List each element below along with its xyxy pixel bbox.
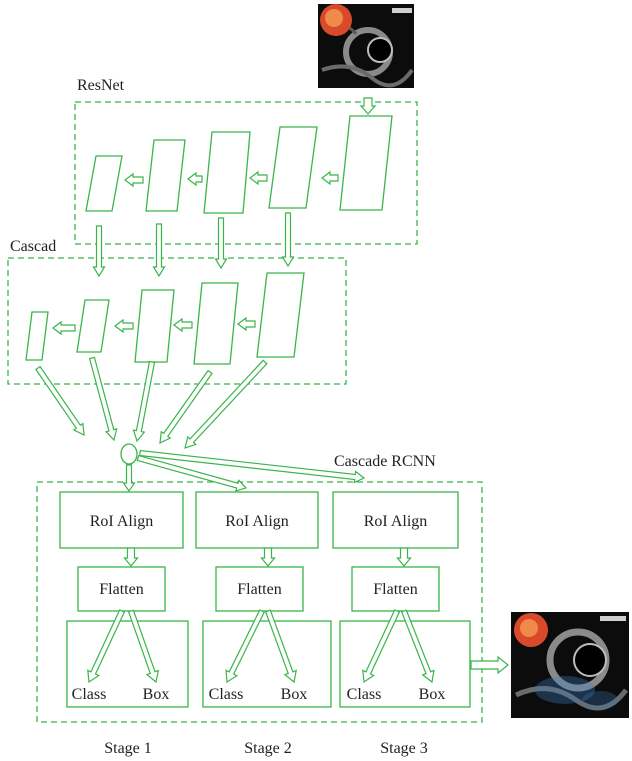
stage-3-roi-to-flatten-arrow bbox=[396, 547, 412, 567]
stage-2-to-box-arrow bbox=[264, 609, 297, 684]
cascad-flow-arrow-3 bbox=[173, 317, 193, 333]
cascad-feature-map-4 bbox=[193, 282, 239, 365]
cascad-to-fusion-arrow-1 bbox=[35, 365, 85, 437]
stage-1-roi-align-label: RoI Align bbox=[90, 513, 154, 530]
cascad-feature-map-3 bbox=[134, 289, 175, 363]
stage-3-to-box-arrow bbox=[400, 609, 435, 684]
stage-1-roi-to-flatten-arrow bbox=[123, 547, 139, 567]
resnet-feature-map-5 bbox=[339, 115, 393, 211]
cascad-feature-map-5 bbox=[256, 272, 305, 358]
resnet-label: ResNet bbox=[77, 77, 125, 94]
stage-1-to-box-arrow bbox=[127, 609, 160, 684]
stage-2-class-label: Class bbox=[209, 686, 244, 703]
stage-2-caption: Stage 2 bbox=[244, 740, 292, 757]
resnet-flow-arrow-3 bbox=[249, 170, 268, 186]
stage-2-box-label: Box bbox=[281, 686, 308, 703]
stage-3-box-label: Box bbox=[419, 686, 446, 703]
stage-2-flatten-label: Flatten bbox=[237, 581, 281, 598]
cascad-feature-map-1 bbox=[25, 311, 49, 361]
resnet-flow-arrow-2 bbox=[187, 171, 203, 187]
stage-3-class-label: Class bbox=[347, 686, 382, 703]
cascade-rcnn-group bbox=[36, 481, 483, 723]
resnet-to-cascad-arrow-4 bbox=[281, 212, 295, 268]
resnet-to-cascad-arrow-2 bbox=[152, 223, 166, 278]
cascad-to-fusion-arrow-3 bbox=[132, 360, 156, 443]
resnet-to-cascad-arrow-3 bbox=[214, 217, 228, 270]
cascad-feature-map-2 bbox=[76, 299, 110, 353]
stage-3-roi-align-box bbox=[332, 491, 459, 549]
resnet-flow-arrow-1 bbox=[124, 172, 144, 188]
input-ultrasound-image bbox=[318, 4, 414, 88]
output-arrow bbox=[470, 655, 509, 675]
stage-1-caption: Stage 1 bbox=[104, 740, 152, 757]
cascad-label: Cascad bbox=[10, 238, 56, 255]
stage-3-flatten-label: Flatten bbox=[373, 581, 417, 598]
stage-3-flatten-box bbox=[351, 566, 440, 612]
stage-2-roi-to-flatten-arrow bbox=[260, 547, 276, 567]
flow-arrows bbox=[35, 97, 509, 684]
resnet-feature-map-1 bbox=[85, 155, 123, 212]
stage-1-to-class-arrow bbox=[87, 609, 126, 684]
fusion-node bbox=[120, 443, 138, 465]
stage-1-flatten-label: Flatten bbox=[99, 581, 143, 598]
cascad-group bbox=[7, 257, 347, 385]
cascad-flow-arrow-2 bbox=[114, 318, 134, 334]
cascade-rcnn-label: Cascade RCNN bbox=[334, 453, 436, 470]
stage-3-caption: Stage 3 bbox=[380, 740, 428, 757]
cascad-to-fusion-arrow-4 bbox=[159, 369, 213, 445]
output-ultrasound-image bbox=[511, 612, 629, 718]
resnet-flow-arrow-4 bbox=[321, 170, 339, 186]
input-to-resnet-arrow bbox=[359, 97, 377, 115]
stage-2-roi-align-label: RoI Align bbox=[225, 513, 289, 530]
resnet-feature-map-4 bbox=[268, 126, 318, 209]
stage-3-to-class-arrow bbox=[362, 609, 401, 684]
cascad-to-fusion-arrow-5 bbox=[184, 359, 268, 449]
cascad-to-fusion-arrow-2 bbox=[88, 356, 118, 442]
stage-1-class-label: Class bbox=[72, 686, 107, 703]
resnet-feature-map-2 bbox=[145, 139, 186, 212]
stage-2-roi-align-box bbox=[195, 491, 319, 549]
stage-1: RoI Align Flatten Class Box Stage 1 bbox=[59, 491, 189, 757]
stage-1-head-box bbox=[66, 620, 189, 708]
resnet-feature-map-3 bbox=[203, 131, 251, 214]
stage-3: RoI Align Flatten Class Box Stage 3 bbox=[332, 491, 471, 757]
fusion-to-stage-2-arrow bbox=[136, 454, 248, 492]
stage-2-head-box bbox=[202, 620, 332, 708]
fusion-to-stage-3-arrow bbox=[139, 449, 366, 484]
stage-2: RoI Align Flatten Class Box Stage 2 bbox=[195, 491, 332, 757]
stage-2-to-class-arrow bbox=[225, 609, 266, 684]
resnet-to-cascad-arrow-1 bbox=[92, 225, 106, 278]
fusion-to-stage-1-arrow bbox=[122, 464, 136, 493]
stage-1-box-label: Box bbox=[143, 686, 170, 703]
stage-3-head-box bbox=[339, 620, 471, 708]
cascad-flow-arrow-1 bbox=[52, 320, 76, 336]
stage-3-roi-align-label: RoI Align bbox=[364, 513, 428, 530]
resnet-group bbox=[74, 101, 418, 245]
cascad-flow-arrow-4 bbox=[237, 316, 256, 332]
stage-1-roi-align-box bbox=[59, 491, 184, 549]
